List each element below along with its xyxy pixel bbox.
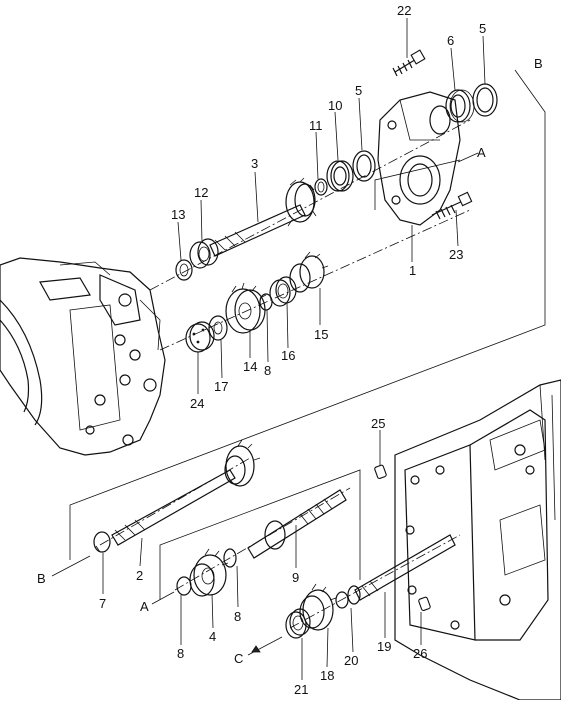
callout-3: 3 (251, 156, 258, 171)
front-housing (0, 257, 166, 456)
ring-13 (175, 259, 193, 281)
callout-26: 26 (413, 646, 427, 661)
callout-1: 1 (409, 263, 416, 278)
callout-13: 13 (171, 207, 185, 222)
callout-8-top: 8 (264, 363, 271, 378)
ring-8-mid (223, 548, 237, 568)
seal-5-mid (352, 150, 376, 182)
ring-20 (335, 591, 349, 609)
bearing-10 (326, 160, 354, 192)
bearing-17 (208, 315, 228, 341)
pin-26 (418, 596, 431, 611)
bolt-22 (392, 49, 426, 77)
callout-5-top: 5 (479, 21, 486, 36)
ring-8-top (259, 293, 273, 311)
shaft-3 (209, 177, 317, 257)
callout-2: 2 (136, 568, 143, 583)
callout-8-bottom: 8 (177, 646, 184, 661)
callout-5-mid: 5 (355, 83, 362, 98)
ref-a-top: A (477, 145, 486, 160)
callout-22: 22 (397, 3, 411, 18)
ref-c-bottom: C (234, 651, 243, 666)
bearing-6 (445, 89, 475, 123)
casing-part-1 (377, 91, 461, 226)
needle-bearing-24 (185, 321, 215, 353)
gear-4 (189, 548, 229, 597)
ring-8-bottom (176, 576, 192, 596)
callout-9: 9 (292, 570, 299, 585)
callout-21: 21 (294, 682, 308, 697)
snap-ring-7 (93, 531, 111, 553)
ring-11 (314, 178, 328, 196)
callout-6: 6 (447, 33, 454, 48)
callout-10: 10 (328, 98, 342, 113)
bearing-21 (285, 608, 311, 639)
gear-14 (225, 282, 267, 334)
bolt-23 (431, 191, 473, 220)
callout-8-mid: 8 (234, 609, 241, 624)
bearing-16 (269, 276, 297, 307)
ref-b-top: B (534, 56, 543, 71)
callout-18: 18 (320, 668, 334, 683)
callout-20: 20 (344, 653, 358, 668)
callout-24: 24 (190, 396, 204, 411)
callout-7: 7 (99, 596, 106, 611)
callout-15: 15 (314, 327, 328, 342)
callout-11: 11 (309, 118, 323, 133)
assembly-lines (51, 18, 546, 680)
callouts: 22 6 5 10 5 11 3 12 13 1 23 15 16 8 14 1… (99, 3, 486, 697)
seal-5-top (472, 83, 498, 117)
callout-12: 12 (194, 185, 208, 200)
callout-19: 19 (377, 639, 391, 654)
ref-b-bottom: B (37, 571, 46, 586)
callout-25: 25 (371, 416, 385, 431)
reference-letters: B A B A C (37, 56, 543, 666)
shaft-9 (247, 489, 347, 559)
pin-25 (374, 464, 387, 479)
shaft-19 (347, 534, 456, 605)
ref-a-bottom: A (140, 599, 149, 614)
callout-17: 17 (214, 379, 228, 394)
callout-14: 14 (243, 359, 257, 374)
shaft-2 (111, 439, 261, 546)
callout-4: 4 (209, 629, 216, 644)
callout-16: 16 (281, 348, 295, 363)
rear-housing (394, 379, 561, 701)
callout-23: 23 (449, 247, 463, 262)
